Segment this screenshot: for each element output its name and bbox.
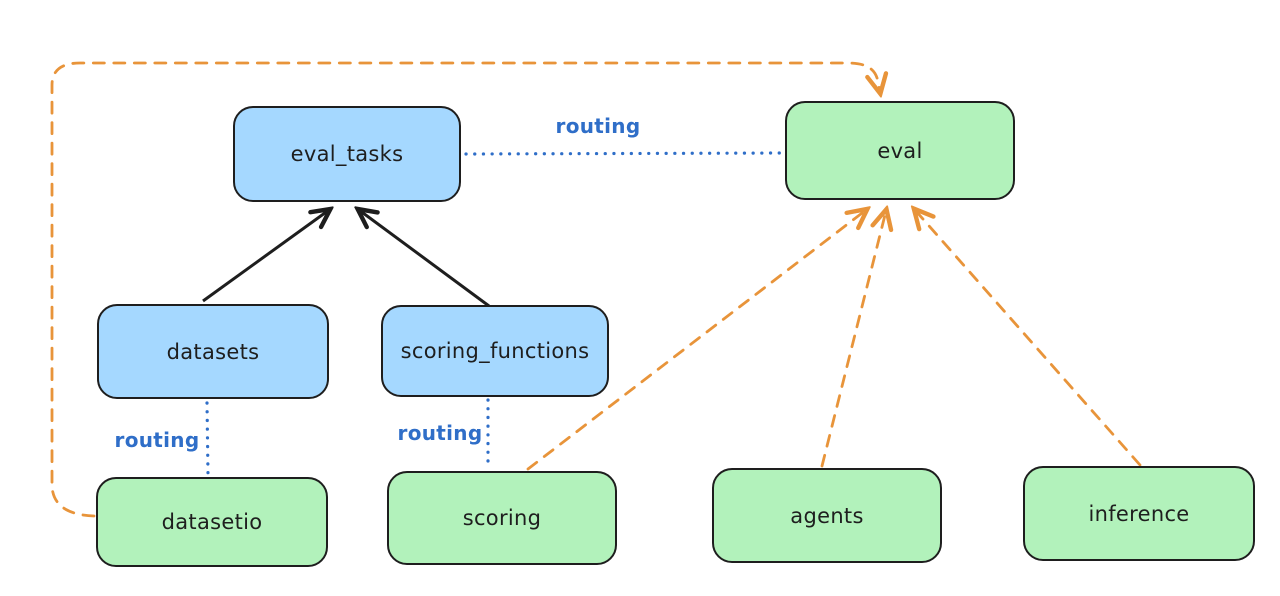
node-scoring-label: scoring <box>462 506 542 530</box>
edge-label-routing-eval-tasks-eval: routing <box>555 114 641 138</box>
edge-datasetio-to-eval <box>50 61 880 518</box>
node-eval-tasks-label: eval_tasks <box>290 142 404 166</box>
edge-scoring-functions-to-eval-tasks <box>359 210 490 308</box>
edge-datasets-to-eval-tasks <box>202 210 329 303</box>
node-scoring: scoring <box>387 471 617 565</box>
edge-agents-to-eval <box>820 211 886 468</box>
node-inference: inference <box>1023 466 1255 561</box>
node-scoring-functions: scoring_functions <box>381 305 609 397</box>
node-eval: eval <box>785 101 1015 200</box>
node-datasets: datasets <box>97 304 329 399</box>
edge-scoring-to-eval <box>526 210 866 471</box>
node-datasetio-label: datasetio <box>161 510 263 534</box>
node-agents-label: agents <box>790 503 864 528</box>
node-scoring-functions-label: scoring_functions <box>400 339 590 363</box>
node-eval-tasks: eval_tasks <box>233 106 461 202</box>
edge-inference-to-eval <box>915 210 1142 467</box>
node-datasets-label: datasets <box>166 339 260 364</box>
node-inference-label: inference <box>1088 501 1190 526</box>
node-eval-label: eval <box>877 138 923 163</box>
node-agents: agents <box>712 468 942 563</box>
edge-eval-tasks-to-eval <box>464 151 783 156</box>
edge-label-routing-datasets-datasetio: routing <box>114 428 200 452</box>
edge-label-routing-scoring-functions-scoring: routing <box>397 421 483 445</box>
node-datasetio: datasetio <box>96 477 328 567</box>
edge-datasets-to-datasetio <box>205 401 210 476</box>
